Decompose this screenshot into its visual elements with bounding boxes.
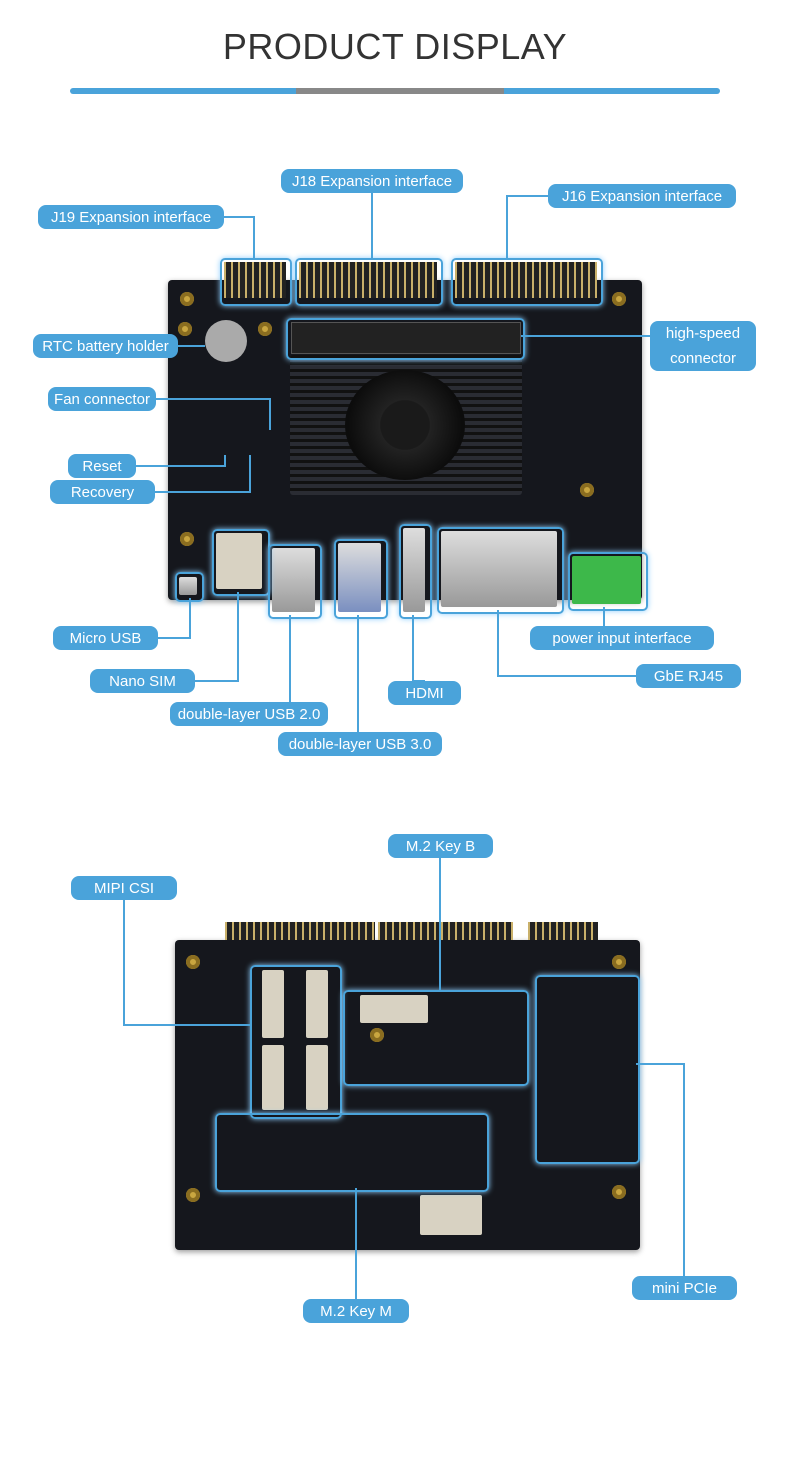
j19-header <box>224 262 286 298</box>
divider-left <box>70 88 296 94</box>
power-terminal <box>572 556 641 604</box>
rtc-battery <box>205 320 247 362</box>
j16-header <box>455 262 597 298</box>
hdmi-port <box>403 528 425 612</box>
nano-sim-slot <box>216 533 262 589</box>
label-fan: Fan connector <box>48 387 156 411</box>
j18-header <box>299 262 437 298</box>
label-nano-sim: Nano SIM <box>90 669 195 693</box>
mounting-hole <box>612 292 626 306</box>
label-mini-pcie: mini PCIe <box>632 1276 737 1300</box>
leader-line-j19 <box>224 216 255 258</box>
label-rj45: GbE RJ45 <box>636 664 741 688</box>
highlight-j16 <box>451 258 603 306</box>
mipi-csi-connector <box>306 1045 328 1110</box>
label-high-speed-connector: high-speed connector <box>650 321 756 371</box>
highlight-usb2 <box>268 544 322 619</box>
label-usb2: double-layer USB 2.0 <box>170 702 328 726</box>
highlight-rj45 <box>437 527 564 614</box>
mounting-hole <box>258 322 272 336</box>
highlight-m2-key-b <box>343 990 529 1086</box>
leader-line-j16 <box>506 195 548 258</box>
mipi-csi-connector <box>306 970 328 1038</box>
leader-line-mipi-csi <box>123 900 250 1026</box>
leader-line-reset <box>136 455 226 467</box>
mounting-hole <box>186 1188 200 1202</box>
mipi-csi-connector <box>262 1045 284 1110</box>
leader-line-hdmi <box>412 615 425 682</box>
label-recovery: Recovery <box>50 480 155 504</box>
page-title: PRODUCT DISPLAY <box>222 26 568 67</box>
micro-usb-port <box>179 577 197 595</box>
divider-right <box>504 88 720 94</box>
bottom-header-mid <box>378 922 513 940</box>
highlight-j19 <box>220 258 292 306</box>
highlight-m2-key-m <box>215 1113 489 1192</box>
rj45-ports <box>441 531 557 607</box>
label-m2-key-b: M.2 Key B <box>388 834 493 858</box>
leader-line-usb2 <box>289 615 328 715</box>
highlight-usb3 <box>334 539 388 619</box>
usb3-port <box>338 543 381 612</box>
m2-key-b-slot <box>360 995 428 1023</box>
mounting-hole <box>180 532 194 546</box>
label-micro-usb: Micro USB <box>53 626 158 650</box>
usb2-port <box>272 548 315 612</box>
mounting-hole <box>612 955 626 969</box>
mounting-hole <box>370 1028 384 1042</box>
highlight-power <box>568 552 648 611</box>
mounting-hole <box>612 1185 626 1199</box>
leader-line-micro-usb <box>158 598 191 639</box>
bottom-connector <box>420 1195 482 1235</box>
label-reset: Reset <box>68 454 136 478</box>
highlight-mipi-csi <box>250 965 342 1119</box>
label-hdmi: HDMI <box>388 681 461 705</box>
leader-line-usb3 <box>357 615 442 745</box>
label-usb3: double-layer USB 3.0 <box>278 732 442 756</box>
highlight-high-speed-connector <box>286 318 525 360</box>
mounting-hole <box>180 292 194 306</box>
label-line: high-speed <box>665 325 741 342</box>
label-j16: J16 Expansion interface <box>548 184 736 208</box>
bottom-header-right <box>528 922 598 940</box>
label-line: connector <box>670 350 736 367</box>
highlight-j18 <box>295 258 443 306</box>
leader-line-rj45 <box>497 610 636 677</box>
divider-middle <box>296 88 504 94</box>
leader-line-mini-pcie <box>636 1063 685 1276</box>
label-power: power input interface <box>530 626 714 650</box>
highlight-hdmi <box>399 524 432 619</box>
label-rtc: RTC battery holder <box>33 334 178 358</box>
leader-line-fan <box>156 398 271 430</box>
high-speed-connector <box>291 322 521 354</box>
mounting-hole <box>178 322 192 336</box>
leader-line-nano-sim <box>195 592 239 682</box>
bottom-header-left <box>225 922 375 940</box>
label-m2-key-m: M.2 Key M <box>303 1299 409 1323</box>
mounting-hole <box>186 955 200 969</box>
label-j19: J19 Expansion interface <box>38 205 224 229</box>
leader-line-recovery <box>155 455 251 493</box>
label-j18: J18 Expansion interface <box>281 169 463 193</box>
mounting-hole <box>580 483 594 497</box>
fan-icon <box>345 370 465 480</box>
mipi-csi-connector <box>262 970 284 1038</box>
label-mipi-csi: MIPI CSI <box>71 876 177 900</box>
highlight-mini-pcie <box>535 975 640 1164</box>
